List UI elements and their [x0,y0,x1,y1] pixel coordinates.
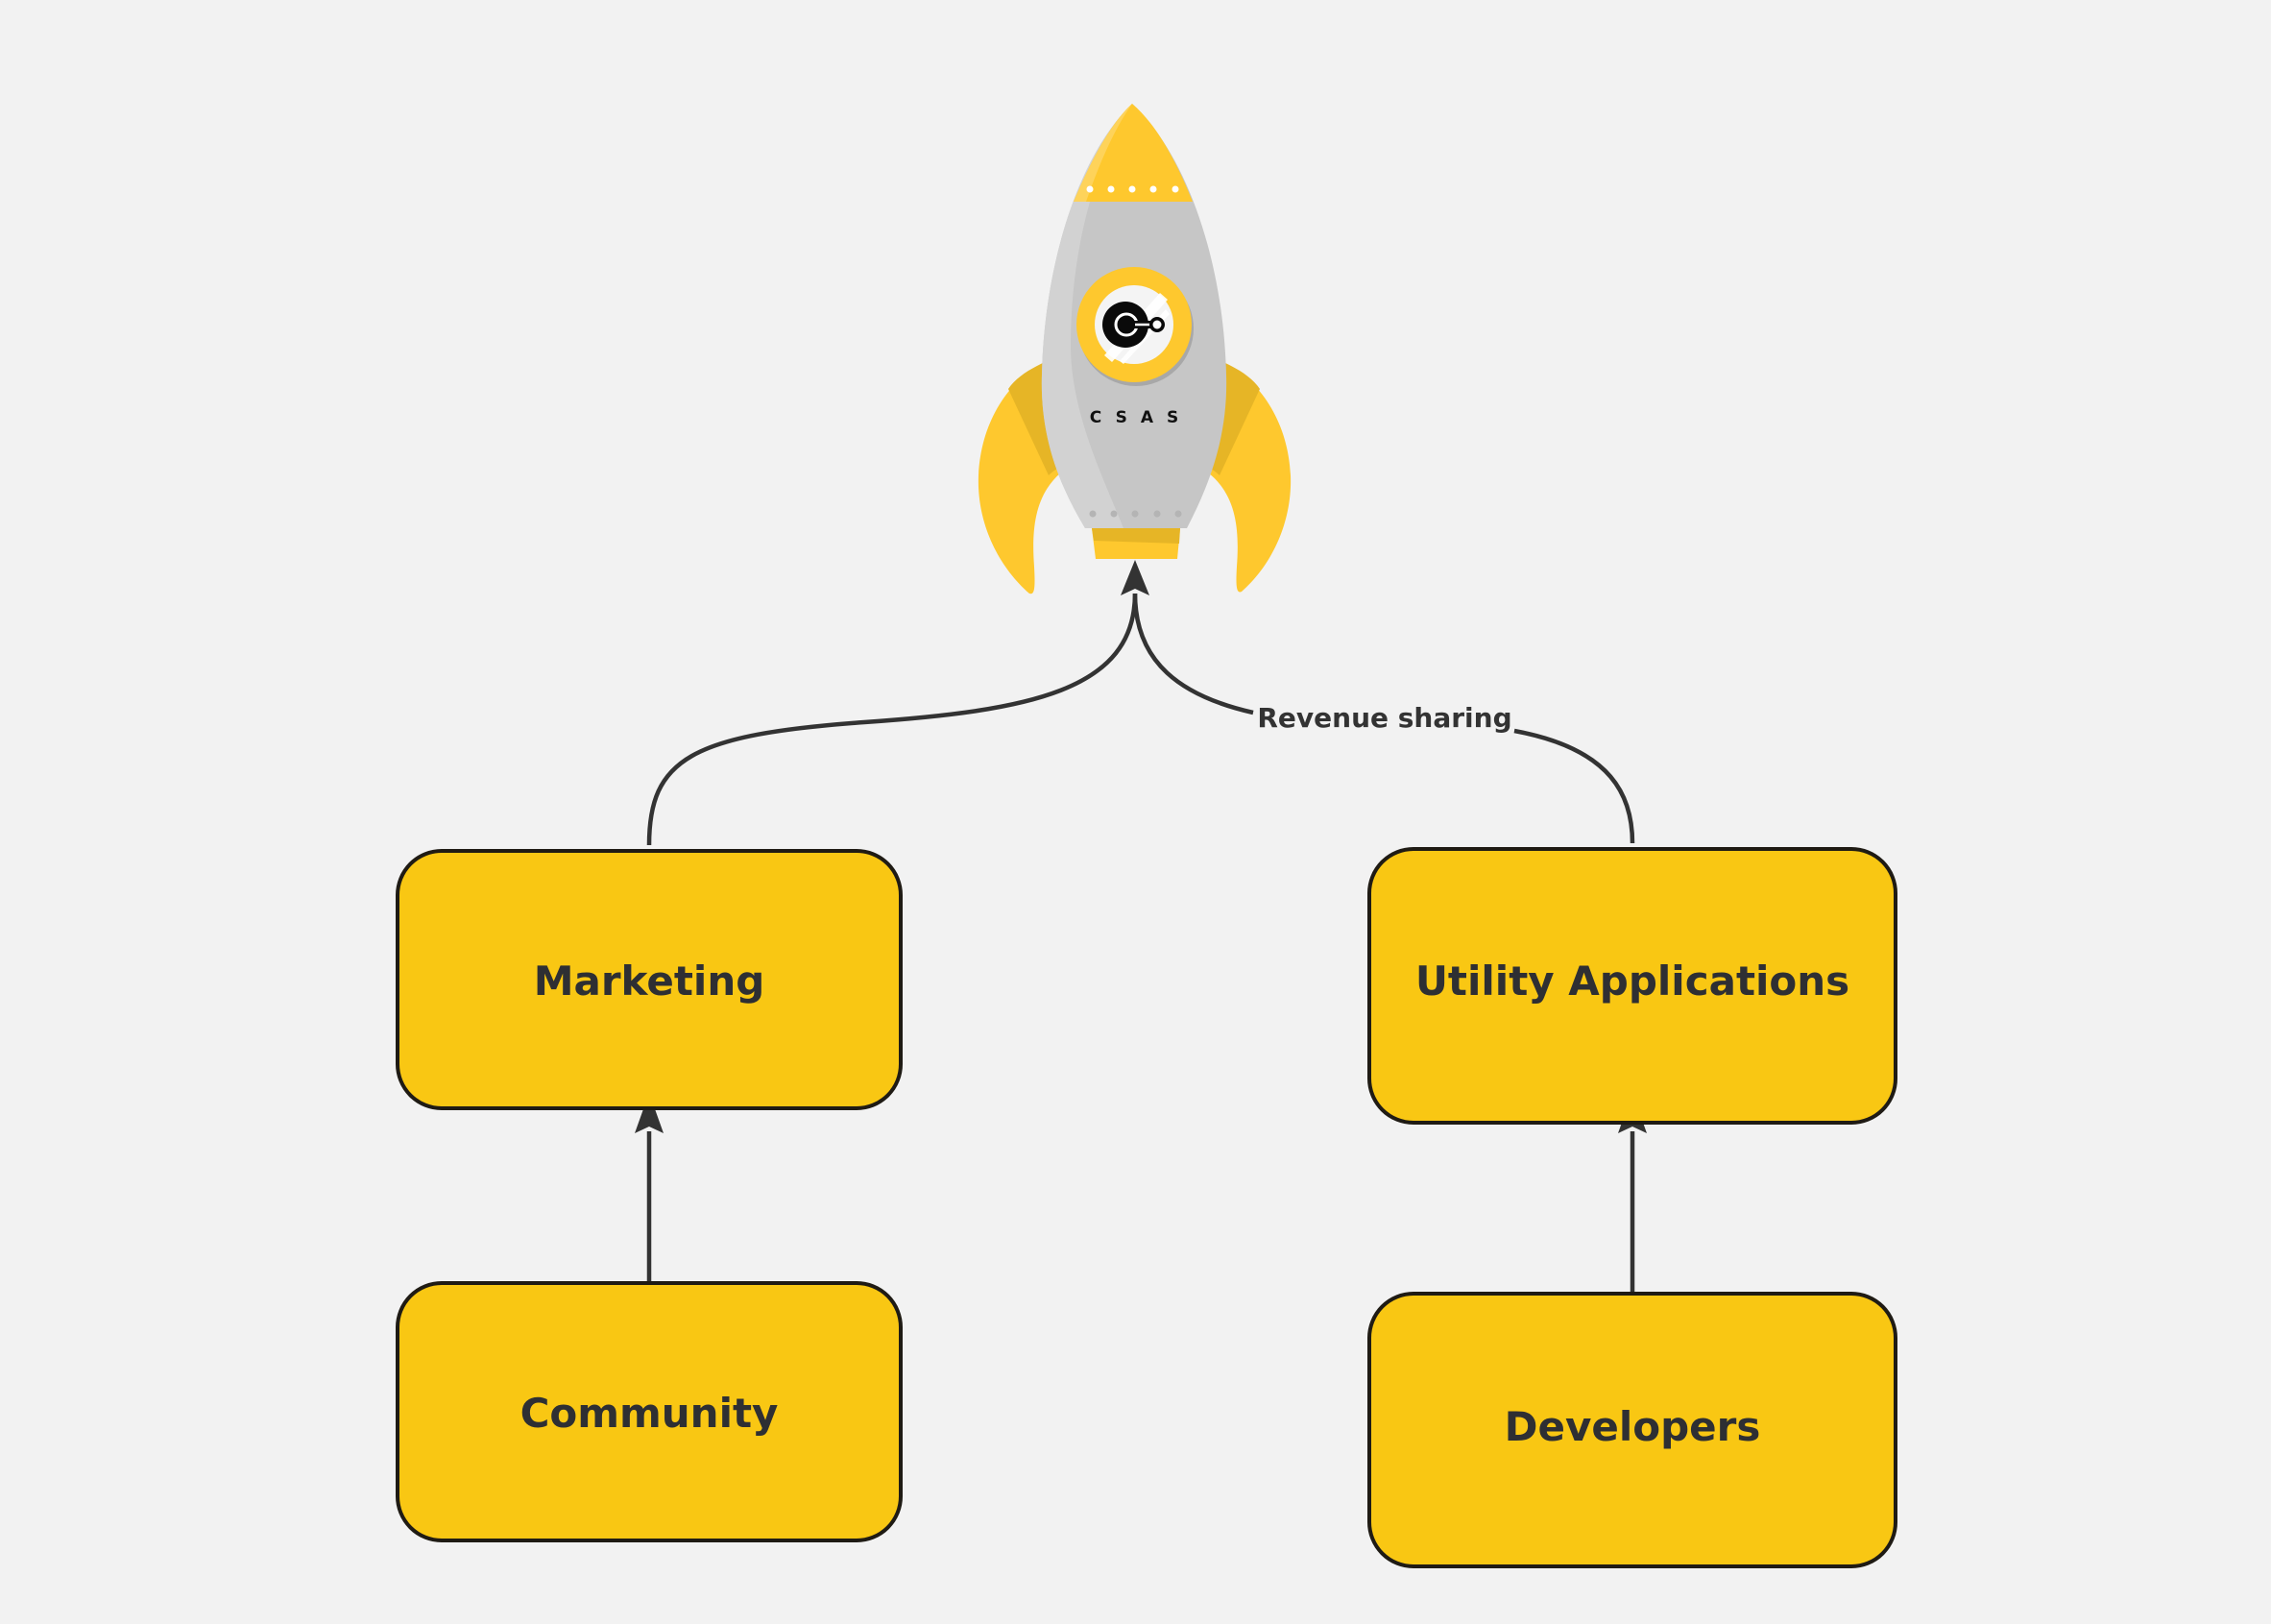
node-label-developers: Developers [1505,1403,1761,1450]
arrowhead-rocket [1121,560,1149,595]
node-label-community: Community [520,1390,779,1437]
edge-utility-to-rocket-upper[interactable] [1132,593,1254,715]
node-label-utility-applications: Utility Applications [1415,957,1849,1005]
edge-utility-to-rocket-lower[interactable] [1513,728,1635,844]
edge-label-revenue-sharing: Revenue sharing [1257,702,1511,734]
node-label-marketing: Marketing [534,957,765,1005]
node-utility-applications[interactable]: Utility Applications [1367,847,1897,1125]
rocket-brand-text: CSAS [1090,408,1192,427]
rocket-nozzle [1092,528,1180,559]
node-developers[interactable]: Developers [1367,1292,1897,1568]
rocket-nose-dots [1086,185,1179,193]
edge-marketing-to-rocket[interactable] [646,593,1138,846]
edges [646,593,1635,1292]
node-community[interactable]: Community [396,1281,903,1542]
node-marketing[interactable]: Marketing [396,849,903,1110]
rocket-bottom-dots [1089,510,1182,518]
rocket-illustration: CSAS [978,104,1292,594]
csas-logo-icon [1102,302,1165,348]
arrowhead-marketing [635,1093,664,1133]
